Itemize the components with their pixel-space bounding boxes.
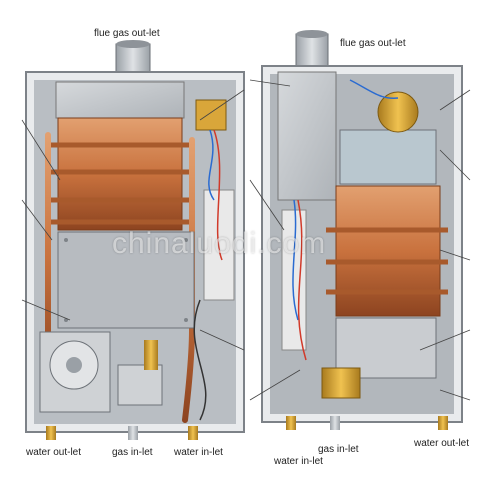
left-flue-pipe-top [116, 40, 150, 48]
left-fan-hub [66, 357, 82, 373]
right-flue-pipe [295, 33, 329, 71]
right-flue-pipe-top [296, 30, 328, 38]
left-heater-unit [21, 40, 245, 440]
right-flue-hood [277, 71, 337, 201]
left-bottom-connectors [46, 426, 198, 440]
right-motor [377, 91, 419, 133]
right-heater-unit [249, 30, 471, 430]
left-flue-hood [55, 81, 185, 119]
left-label-flue-gas-outlet: flue gas out-let [94, 28, 160, 39]
right-copper-pipes [315, 211, 447, 403]
right-fan-housing [339, 129, 437, 185]
left-label-gas-inlet: gas in-let [112, 447, 153, 458]
left-wires [193, 129, 223, 421]
right-label-flue-gas-outlet: flue gas out-let [340, 38, 406, 49]
right-wires [292, 79, 399, 361]
left-burner-plate [57, 231, 195, 329]
left-label-water-outlet: water out-let [26, 447, 82, 458]
right-label-water-outlet: water out-let [414, 438, 470, 449]
right-heat-exchanger [335, 185, 441, 317]
left-pointer-lines [21, 89, 245, 351]
right-pointer-lines [249, 79, 471, 401]
right-label-gas-inlet: gas in-let [318, 444, 359, 455]
watermark: chinaluodi.com [112, 227, 327, 260]
right-gas-valve [321, 367, 361, 399]
left-flue-pipe [115, 43, 151, 75]
left-brass-fitting [144, 340, 158, 370]
left-control-box [195, 99, 227, 131]
left-gas-valve [117, 364, 163, 406]
right-bottom-connectors [286, 416, 448, 430]
left-exchanger-coils [50, 142, 190, 225]
right-exchanger-coils [326, 227, 448, 295]
left-label-water-inlet: water in-let [174, 447, 223, 458]
right-label-water-inlet: water in-let [274, 456, 323, 467]
